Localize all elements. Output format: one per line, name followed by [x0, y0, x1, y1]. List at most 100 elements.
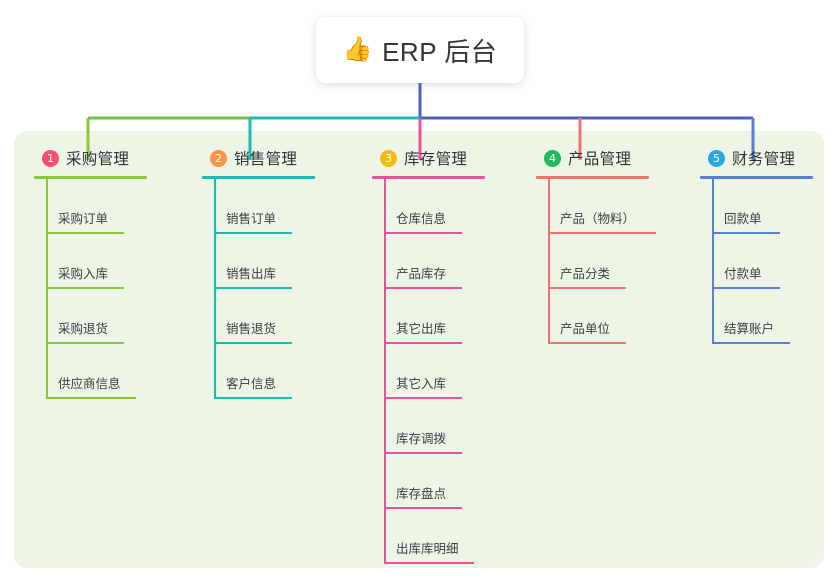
column-5: 5 财务管理回款单付款单结算账户: [700, 146, 839, 344]
leaf-node-rule: [548, 342, 626, 344]
column-rule-3: [372, 176, 485, 179]
column-title-4: 产品管理: [568, 151, 632, 168]
leaf-node-rule: [46, 397, 136, 399]
column-badge-4: 4: [544, 149, 561, 167]
column-spine-3: [384, 179, 386, 564]
leaf-node-rule: [384, 397, 462, 399]
column-spine-1: [46, 179, 48, 399]
column-title-3: 库存管理: [404, 151, 468, 168]
leaf-node[interactable]: 库存盘点: [372, 454, 532, 509]
column-badge-3: 3: [380, 149, 397, 167]
leaf-node[interactable]: 其它入库: [372, 344, 532, 399]
leaf-node-rule: [712, 342, 790, 344]
column-items-3: 仓库信息产品库存其它出库其它入库库存调拨库存盘点出库库明细: [372, 179, 532, 564]
column-spine-2: [214, 179, 216, 399]
leaf-node-rule: [214, 287, 292, 289]
column-rule-4: [536, 176, 649, 179]
column-header-3[interactable]: 3 库存管理: [372, 146, 532, 170]
leaf-node[interactable]: 出库库明细: [372, 509, 532, 564]
leaf-node-rule: [384, 452, 462, 454]
column-2: 2 销售管理销售订单销售出库销售退货客户信息: [202, 146, 352, 399]
leaf-node-rule: [384, 507, 462, 509]
leaf-node-label: 产品（物料）: [560, 212, 636, 226]
column-title-5: 财务管理: [732, 151, 796, 168]
leaf-node[interactable]: 采购退货: [34, 289, 184, 344]
leaf-node[interactable]: 产品分类: [536, 234, 706, 289]
root-node-label: ERP 后台: [382, 36, 498, 67]
column-spine-4: [548, 179, 550, 344]
leaf-node-label: 销售出库: [226, 267, 277, 281]
leaf-node-rule: [712, 287, 780, 289]
leaf-node[interactable]: 客户信息: [202, 344, 352, 399]
thumbs-up-icon: 👍: [342, 36, 374, 63]
leaf-node[interactable]: 库存调拨: [372, 399, 532, 454]
leaf-node[interactable]: 采购订单: [34, 179, 184, 234]
column-badge-2: 2: [210, 149, 227, 167]
column-title-2: 销售管理: [234, 151, 298, 168]
leaf-node-label: 库存调拨: [396, 432, 447, 446]
leaf-node-label: 产品分类: [560, 267, 611, 281]
column-header-2[interactable]: 2 销售管理: [202, 146, 352, 170]
leaf-node[interactable]: 产品（物料）: [536, 179, 706, 234]
column-badge-1: 1: [42, 149, 59, 167]
leaf-node-label: 付款单: [724, 267, 762, 281]
column-3: 3 库存管理仓库信息产品库存其它出库其它入库库存调拨库存盘点出库库明细: [372, 146, 532, 564]
leaf-node-rule: [548, 287, 626, 289]
leaf-node-label: 客户信息: [226, 377, 277, 391]
diagram-panel: [14, 131, 824, 568]
leaf-node-label: 产品单位: [560, 322, 611, 336]
column-rule-1: [34, 176, 147, 179]
column-spine-5: [712, 179, 714, 344]
leaf-node-rule: [214, 232, 292, 234]
leaf-node[interactable]: 销售出库: [202, 234, 352, 289]
column-items-5: 回款单付款单结算账户: [700, 179, 839, 344]
leaf-node-label: 库存盘点: [396, 487, 447, 501]
leaf-node-label: 采购入库: [58, 267, 109, 281]
leaf-node-label: 产品库存: [396, 267, 447, 281]
root-node-card[interactable]: 👍 ERP 后台: [316, 17, 524, 83]
leaf-node-rule: [384, 342, 462, 344]
leaf-node-rule: [46, 287, 124, 289]
column-header-4[interactable]: 4 产品管理: [536, 146, 706, 170]
leaf-node-rule: [384, 562, 474, 564]
leaf-node-label: 回款单: [724, 212, 762, 226]
leaf-node-label: 其它入库: [396, 377, 447, 391]
leaf-node-label: 其它出库: [396, 322, 447, 336]
leaf-node-rule: [46, 232, 124, 234]
leaf-node[interactable]: 产品单位: [536, 289, 706, 344]
leaf-node[interactable]: 结算账户: [700, 289, 839, 344]
column-rule-2: [202, 176, 315, 179]
leaf-node-rule: [384, 232, 462, 234]
column-4: 4 产品管理产品（物料） 产品分类产品单位: [536, 146, 706, 344]
leaf-node-label: 供应商信息: [58, 377, 121, 391]
leaf-node[interactable]: 采购入库: [34, 234, 184, 289]
leaf-node-label: 仓库信息: [396, 212, 447, 226]
column-items-1: 采购订单采购入库采购退货供应商信息: [34, 179, 184, 399]
leaf-node-rule: [712, 232, 780, 234]
leaf-node-rule: [384, 287, 462, 289]
root-node-title: 👍 ERP 后台: [343, 32, 498, 69]
leaf-node-label: 采购退货: [58, 322, 109, 336]
leaf-node[interactable]: 付款单: [700, 234, 839, 289]
leaf-node-label: 销售退货: [226, 322, 277, 336]
column-items-4: 产品（物料） 产品分类产品单位: [536, 179, 706, 344]
leaf-node-label: 出库库明细: [396, 542, 459, 556]
leaf-node[interactable]: 供应商信息: [34, 344, 184, 399]
leaf-node[interactable]: 回款单: [700, 179, 839, 234]
leaf-node[interactable]: 产品库存: [372, 234, 532, 289]
leaf-node[interactable]: 仓库信息: [372, 179, 532, 234]
leaf-node-rule: [548, 232, 656, 234]
leaf-node[interactable]: 销售订单: [202, 179, 352, 234]
column-header-5[interactable]: 5 财务管理: [700, 146, 839, 170]
leaf-node-rule: [214, 397, 292, 399]
leaf-node[interactable]: 销售退货: [202, 289, 352, 344]
column-rule-5: [700, 176, 813, 179]
leaf-node-rule: [46, 342, 124, 344]
column-badge-5: 5: [708, 149, 725, 167]
leaf-node-rule: [214, 342, 292, 344]
leaf-node[interactable]: 其它出库: [372, 289, 532, 344]
leaf-node-label: 结算账户: [724, 322, 775, 336]
